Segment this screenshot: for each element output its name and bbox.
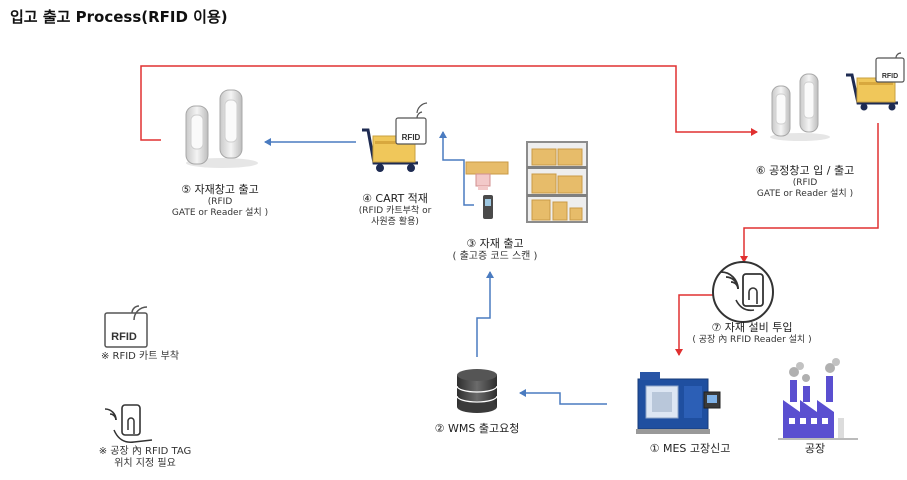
page-title: 입고 출고 Process(RFID 이용) [10, 8, 228, 26]
step6-sub2: GATE or Reader 설치 ) [756, 189, 854, 199]
rfid-cart-icon [362, 102, 428, 172]
step3-label: ③ 자재 출고 [466, 237, 524, 250]
legend-factory-tag-line2: 위치 지정 필요 [114, 458, 176, 469]
factory-label-block: 공장 [790, 442, 840, 456]
rfid-gate-icon-warehouse [185, 89, 258, 168]
blue-arrow-scanner-to-cart [439, 131, 474, 206]
red-arrow-gate5-to-gate6 [140, 65, 758, 141]
factory-icon [778, 358, 858, 440]
step1-label: ① MES 고장신고 [649, 442, 731, 455]
step4-sub1: (RFID 카트부착 or [358, 206, 432, 216]
step1-label-block: ① MES 고장신고 [630, 442, 750, 456]
mes-machine-icon [636, 372, 721, 434]
step7-label-block: ⑦ 자재 설비 투입 ( 공장 內 RFID Reader 설치 ) [677, 321, 827, 346]
step6-label: ⑥ 공정창고 입 / 출고 [755, 164, 855, 177]
step4-sub2: 사원증 활용) [371, 217, 419, 227]
rfid-reader-hand-icon [712, 261, 774, 323]
step4-label: ④ CART 적재 [362, 192, 428, 205]
step3-label-block: ③ 자재 출고 ( 출고증 코드 스캔 ) [430, 237, 560, 262]
rfid-cart-tag-text-process: RFID [882, 73, 898, 80]
step2-label: ② WMS 출고요청 [434, 422, 520, 435]
step5-label: ⑤ 자재창고 출고 [181, 183, 259, 196]
red-arrow-step7-to-mes [675, 294, 717, 356]
legend-cart-tag-label: ※ RFID 카트 부착 [100, 351, 180, 362]
step3-sub: ( 출고증 코드 스캔 ) [452, 251, 538, 262]
step7-sub: ( 공장 內 RFID Reader 설치 ) [692, 335, 812, 345]
rfid-gate-icon-process [770, 73, 830, 141]
step5-sub2: GATE or Reader 설치 ) [171, 208, 269, 218]
factory-label: 공장 [804, 442, 826, 455]
wms-database-icon [456, 369, 498, 413]
rfid-cart-icon-process [846, 52, 905, 111]
step7-label: ⑦ 자재 설비 투입 [711, 321, 793, 334]
legend-factory-tag-block: ※ 공장 內 RFID TAG 위치 지정 필요 [80, 446, 210, 470]
step5-sub1: (RFID [207, 197, 233, 207]
step5-label-block: ⑤ 자재창고 출고 (RFID GATE or Reader 설치 ) [155, 183, 285, 219]
step6-label-block: ⑥ 공정창고 입 / 출고 (RFID GATE or Reader 설치 ) [740, 164, 870, 200]
barcode-scanner-icon [483, 195, 493, 219]
legend-rfid-tag-icon [104, 305, 148, 348]
step6-sub1: (RFID [792, 178, 818, 188]
rfid-cart-tag-text: RFID [402, 133, 421, 142]
legend-rfid-tag-text: RFID [111, 331, 137, 343]
warehouse-shelf-icon [526, 141, 588, 223]
step2-label-block: ② WMS 출고요청 [424, 422, 530, 436]
legend-reader-hand-icon [104, 404, 153, 443]
blue-arrow-mes-to-wms [519, 389, 607, 405]
legend-factory-tag-line1: ※ 공장 內 RFID TAG [98, 446, 192, 457]
material-boxes-icon [465, 161, 509, 190]
step4-label-block: ④ CART 적재 (RFID 카트부착 or 사원증 활용) [340, 192, 450, 228]
red-arrow-gate6-to-step7 [740, 123, 879, 263]
blue-arrow-wms-to-step3 [476, 271, 494, 357]
